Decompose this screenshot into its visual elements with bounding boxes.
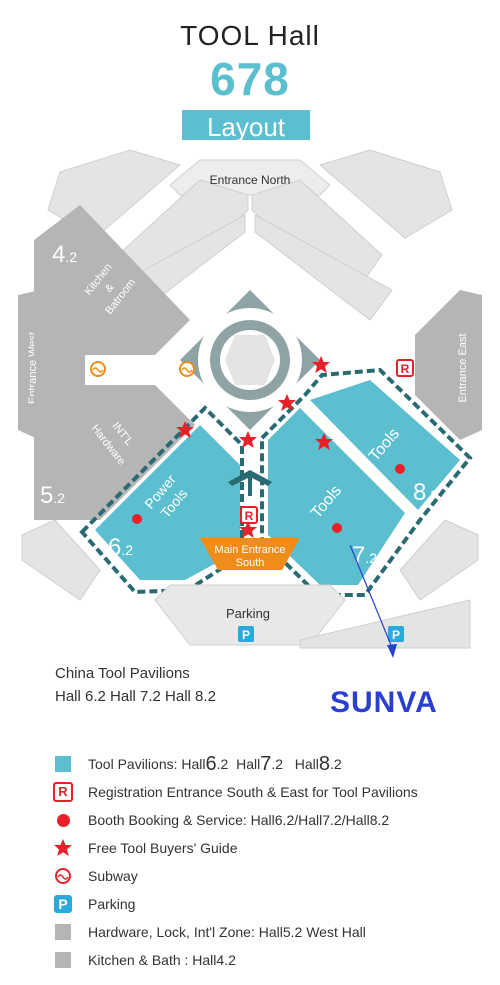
- hall52-num: 5: [40, 482, 53, 509]
- china-pavilions-halls: Hall 6.2 Hall 7.2 Hall 8.2: [55, 688, 216, 705]
- sunva-pointer: [349, 544, 397, 658]
- svg-text:P: P: [392, 628, 400, 642]
- hall52-sub: .2: [53, 490, 65, 506]
- sunva-brand: SUNVA: [330, 686, 438, 719]
- west-road: [85, 358, 195, 380]
- hall-4-2[interactable]: 4.2 Kitchen & Batroom: [34, 205, 190, 355]
- parking-icon-2: P: [388, 626, 404, 642]
- hall42-sub: .2: [65, 249, 77, 265]
- subway-icon-west: [90, 361, 106, 377]
- svg-text:5.2: 5.2: [40, 482, 65, 509]
- subway-icon: [55, 868, 71, 884]
- hall72-sub: .2: [365, 550, 377, 566]
- layout-label: Layout: [182, 110, 310, 144]
- parking-label: Parking: [226, 606, 270, 621]
- booth-dot-hall72: [332, 523, 342, 533]
- registration-icon: R: [53, 782, 73, 802]
- legend-registration: R Registration Entrance South & East for…: [52, 778, 492, 806]
- parking-icon-1: P: [238, 626, 254, 642]
- subway-icon-center: [179, 361, 195, 377]
- entrance-east-block: [415, 290, 482, 440]
- svg-text:R: R: [401, 362, 410, 376]
- hall-8-2[interactable]: Tools 8.2: [310, 380, 460, 510]
- svg-text:R: R: [245, 509, 254, 523]
- main-entrance-line1: Main Entrance: [215, 544, 286, 556]
- svg-text:6.2: 6.2: [108, 534, 133, 561]
- booth-dot-hall62: [132, 514, 142, 524]
- svg-text:4.2: 4.2: [52, 241, 77, 268]
- legend-subway: Subway: [52, 862, 492, 890]
- main-entrance-south[interactable]: Main Entrance South: [200, 538, 300, 570]
- hall82-num: 8: [413, 479, 426, 506]
- star-icon: [54, 839, 72, 856]
- hall62-num: 6: [108, 534, 121, 561]
- svg-text:8.2: 8.2: [413, 479, 438, 506]
- legend-kitchen: Kitchen & Bath : Hall4.2: [52, 946, 492, 974]
- legend-guide: Free Tool Buyers' Guide: [52, 834, 492, 862]
- hall-5-2[interactable]: INT'L Hardware 5.2: [34, 385, 195, 520]
- central-plaza: [180, 290, 320, 430]
- entrance-east-label: Entrance East: [457, 333, 469, 402]
- legend-booth: Booth Booking & Service: Hall6.2/Hall7.2…: [52, 806, 492, 834]
- hall62-sub: .2: [121, 542, 133, 558]
- gray-square-icon: [55, 924, 71, 940]
- hall-map: Entrance West Entrance East 4.2 Kitchen …: [18, 140, 482, 658]
- svg-text:7.2: 7.2: [352, 542, 377, 569]
- legend-parking: P Parking: [52, 890, 492, 918]
- hall82-sub: .2: [426, 487, 438, 503]
- hall42-num: 4: [52, 241, 65, 268]
- booth-dot-hall82: [395, 464, 405, 474]
- parking-icon: P: [54, 895, 72, 913]
- hall-7-2[interactable]: Tools 7.2: [268, 408, 405, 585]
- arrow-icon: [228, 470, 272, 496]
- svg-text:P: P: [242, 628, 250, 642]
- legend-hardware: Hardware, Lock, Int'l Zone: Hall5.2 West…: [52, 918, 492, 946]
- china-pavilions-title: China Tool Pavilions: [55, 665, 190, 682]
- teal-square-icon: [55, 756, 71, 772]
- hall72-num: 7: [352, 542, 365, 569]
- registration-icon-east: R: [396, 359, 414, 377]
- entrance-north-label: Entrance North: [210, 173, 291, 187]
- page-title: TOOL Hall: [180, 20, 320, 51]
- booth-dot-icon: [56, 813, 70, 827]
- gray-square-icon: [55, 952, 71, 968]
- hall-number: 678: [210, 53, 290, 105]
- south-blocks: [21, 519, 479, 649]
- registration-icon-south: R: [240, 506, 258, 524]
- main-entrance-line2: South: [236, 557, 265, 569]
